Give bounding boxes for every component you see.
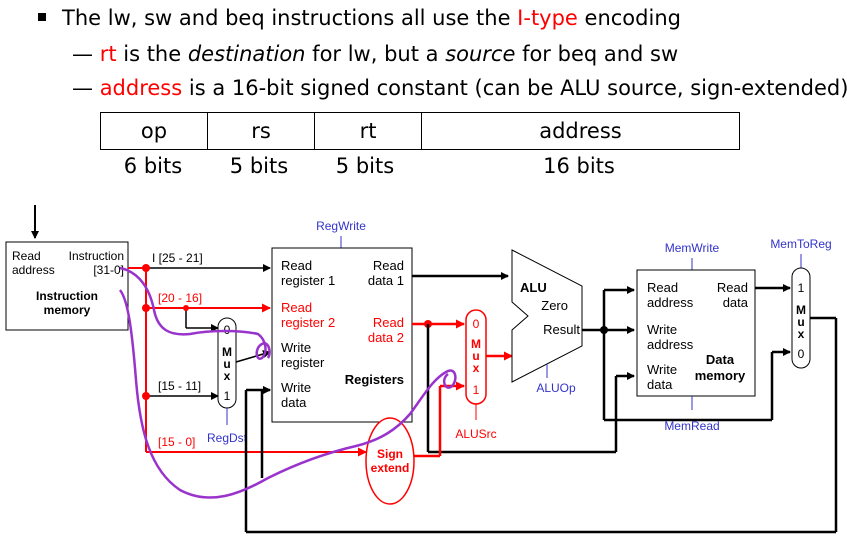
svg-text:Read: Read xyxy=(717,280,748,295)
pen-annotation-rt xyxy=(119,266,271,360)
memread-label: MemRead xyxy=(664,419,719,433)
imem-title-1: Instruction xyxy=(36,289,98,303)
memwrite-label: MemWrite xyxy=(665,241,720,255)
svg-text:Read: Read xyxy=(281,300,312,315)
svg-text:Write: Write xyxy=(647,322,677,337)
svg-text:u: u xyxy=(797,315,804,329)
bits-rt: 5 bits xyxy=(335,154,395,178)
svg-text:data 1: data 1 xyxy=(368,273,404,288)
svg-text:M: M xyxy=(471,337,481,351)
svg-text:Write: Write xyxy=(647,362,677,377)
svg-text:0: 0 xyxy=(473,317,480,331)
data-memory-box xyxy=(636,269,756,397)
data-memory-title-1: Data xyxy=(706,352,735,367)
field-20-16-label: [20 - 16] xyxy=(158,291,202,305)
field-15-0-label: [15 - 0] xyxy=(158,435,195,449)
registers-title: Registers xyxy=(345,372,404,387)
field-15-11-label: [15 - 11] xyxy=(158,379,201,393)
svg-text:Write: Write xyxy=(281,380,311,395)
pen-annotation-imm xyxy=(118,289,457,499)
imem-read-label: Read xyxy=(12,249,41,263)
svg-text:Read: Read xyxy=(647,280,678,295)
svg-text:register 2: register 2 xyxy=(281,315,335,330)
instruction-memory-box xyxy=(5,241,129,331)
register-file-box xyxy=(271,247,413,423)
imem-bits-label: [31-0] xyxy=(93,263,124,277)
bullet-address: — address is a 16-bit signed constant (c… xyxy=(72,76,847,100)
bits-op: 6 bits xyxy=(123,154,183,178)
field-address: address xyxy=(539,119,622,143)
svg-text:address: address xyxy=(647,337,694,352)
imem-title-2: memory xyxy=(44,303,91,317)
field-25-21-label: I [25 - 21] xyxy=(152,251,203,265)
svg-text:x: x xyxy=(473,361,480,375)
field-rs: rs xyxy=(208,113,315,149)
svg-text:data: data xyxy=(723,295,749,310)
svg-text:register: register xyxy=(281,355,325,370)
svg-text:x: x xyxy=(224,369,231,383)
field-op: op xyxy=(101,113,208,149)
bullet-square-icon xyxy=(38,13,46,21)
bits-rs: 5 bits xyxy=(229,154,289,178)
junction-dot xyxy=(142,264,150,272)
svg-text:1: 1 xyxy=(224,389,231,403)
svg-text:M: M xyxy=(796,303,806,317)
junction-dot xyxy=(142,392,150,400)
svg-text:Read: Read xyxy=(373,315,404,330)
bits-address: 16 bits xyxy=(543,154,615,178)
alu-label: ALU xyxy=(520,280,547,295)
svg-text:x: x xyxy=(798,327,805,341)
svg-text:data: data xyxy=(647,377,673,392)
alu-unit xyxy=(511,249,583,383)
svg-text:address: address xyxy=(647,295,694,310)
svg-text:Sign: Sign xyxy=(377,447,403,461)
bullet-rt: — rt is the destination for lw, but a so… xyxy=(72,42,679,66)
svg-text:M: M xyxy=(222,345,232,359)
alu-zero-label: Zero xyxy=(541,298,568,313)
svg-text:0: 0 xyxy=(798,347,805,361)
bullet-itype: The lw, sw and beq instructions all use … xyxy=(38,6,681,30)
field-rt: rt xyxy=(315,113,422,149)
imem-address-label: address xyxy=(12,263,55,277)
itype-highlight: I-type xyxy=(517,6,578,30)
alu-result-label: Result xyxy=(543,322,580,337)
svg-text:Read: Read xyxy=(281,258,312,273)
svg-text:data 2: data 2 xyxy=(368,330,404,345)
aluop-label: ALUOp xyxy=(536,381,576,395)
data-memory-title-2: memory xyxy=(695,368,746,383)
svg-text:u: u xyxy=(472,349,479,363)
junction-dot xyxy=(183,305,189,311)
svg-text:u: u xyxy=(223,357,230,371)
itype-format-table: op rs rt address xyxy=(100,112,740,150)
svg-text:register 1: register 1 xyxy=(281,273,335,288)
svg-text:data: data xyxy=(281,395,307,410)
regwrite-label: RegWrite xyxy=(316,219,366,233)
svg-text:Read: Read xyxy=(373,258,404,273)
memtoreg-label: MemToReg xyxy=(770,237,831,251)
imem-instruction-label: Instruction xyxy=(69,249,124,263)
svg-text:1: 1 xyxy=(798,281,805,295)
svg-text:Write: Write xyxy=(281,340,311,355)
svg-text:1: 1 xyxy=(473,383,480,397)
junction-dot xyxy=(142,304,150,312)
alusrc-label: ALUSrc xyxy=(455,427,496,441)
field-bit-widths: 6 bits 5 bits 5 bits 16 bits xyxy=(100,154,740,178)
svg-text:extend: extend xyxy=(371,461,410,475)
regdst-label: RegDst xyxy=(207,431,248,445)
